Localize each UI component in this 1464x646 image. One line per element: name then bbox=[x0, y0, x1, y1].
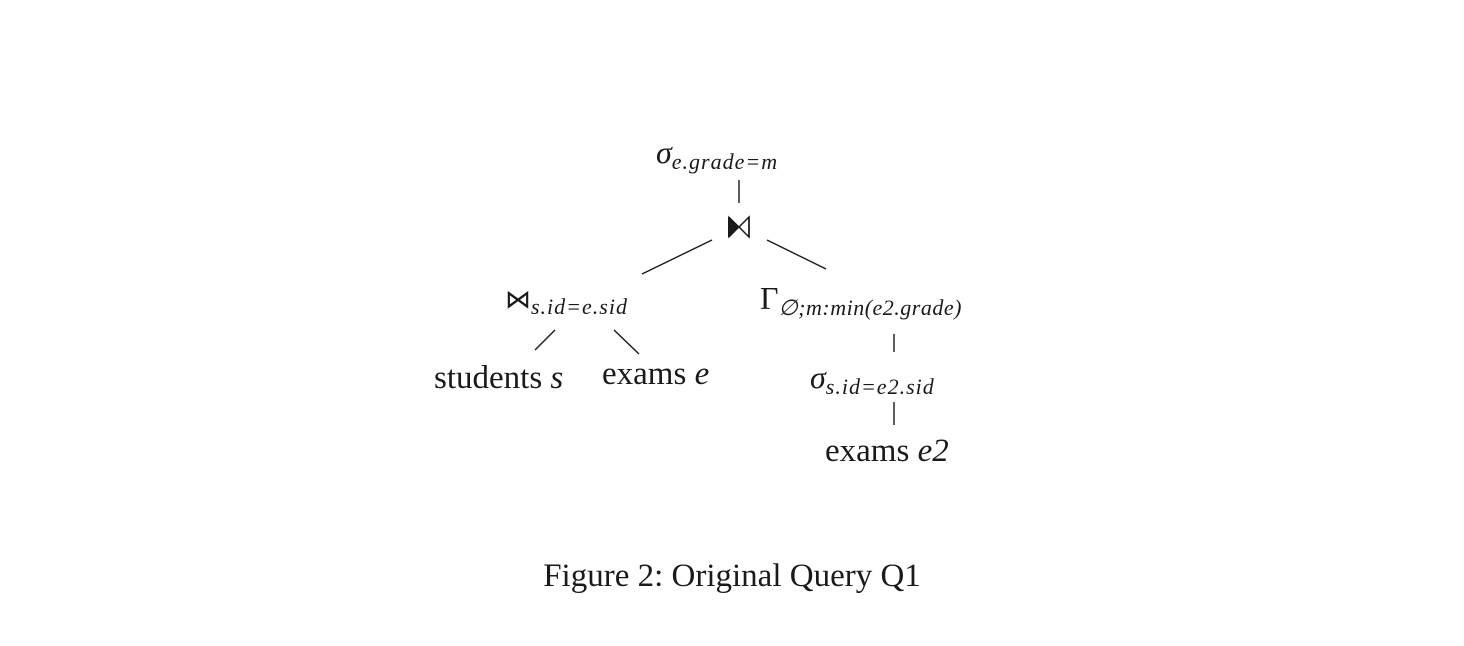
edge-semijoin-to-aggregate bbox=[766, 239, 827, 270]
leaf-students-alias: s bbox=[550, 360, 564, 396]
join-condition: s.id=e.sid bbox=[531, 294, 628, 319]
figure-caption: Figure 2: Original Query Q1 bbox=[543, 558, 921, 594]
gamma-operator: Γ bbox=[760, 280, 779, 316]
join-operator: ⋈ bbox=[505, 285, 531, 314]
aggregate-spec: ∅;m:min(e2.grade) bbox=[778, 295, 962, 320]
semijoin-icon bbox=[728, 215, 750, 239]
root-select-node: σe.grade=m bbox=[656, 134, 778, 173]
leaf-exams: exams e bbox=[602, 358, 709, 391]
join-node: ⋈s.id=e.sid bbox=[505, 285, 628, 318]
inner-select-node: σs.id=e2.sid bbox=[810, 359, 935, 398]
sigma-operator: σ bbox=[656, 134, 672, 170]
leaf-students: students s bbox=[434, 362, 563, 395]
edge-join-to-exams bbox=[613, 329, 640, 355]
leaf-students-name: students bbox=[434, 360, 543, 396]
leaf-exams-alias: e bbox=[694, 356, 710, 392]
leaf-exams2-alias: e2 bbox=[917, 433, 949, 469]
leaf-exams2: exams e2 bbox=[825, 435, 949, 468]
inner-select-condition: s.id=e2.sid bbox=[825, 374, 935, 399]
leaf-exams-name: exams bbox=[602, 356, 687, 392]
root-select-condition: e.grade=m bbox=[671, 149, 779, 174]
leaf-exams2-name: exams bbox=[825, 433, 910, 469]
edge-semijoin-to-join bbox=[641, 239, 713, 275]
sigma-operator-inner: σ bbox=[810, 359, 826, 395]
aggregate-node: Γ∅;m:min(e2.grade) bbox=[760, 280, 962, 319]
edge-join-to-students bbox=[534, 329, 556, 351]
